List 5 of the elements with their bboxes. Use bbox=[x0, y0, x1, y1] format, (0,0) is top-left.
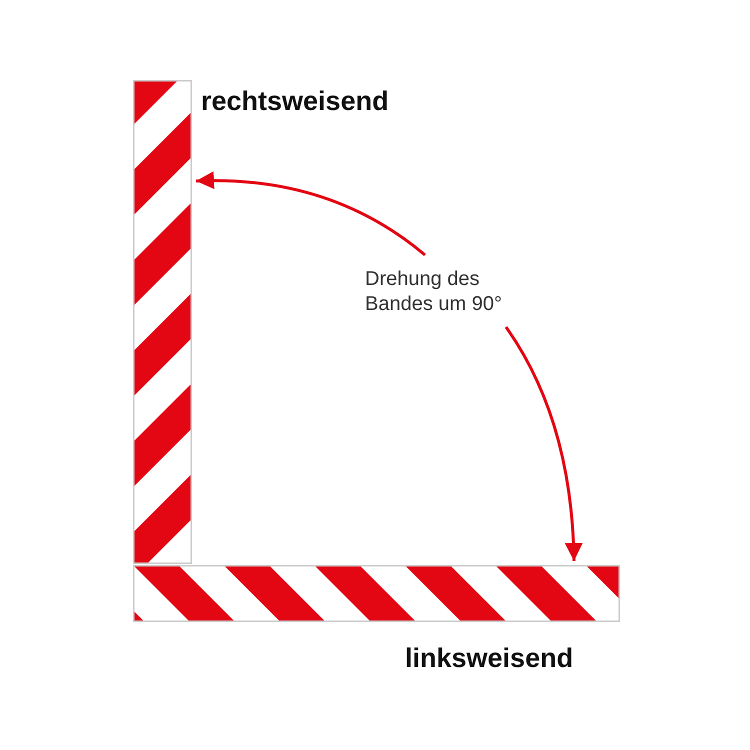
curved-arrow bbox=[504, 326, 582, 562]
rotation-note: Drehung des Bandes um 90° bbox=[365, 267, 503, 317]
band-label: linksweisend bbox=[405, 643, 574, 674]
band-label: rechtsweisend bbox=[201, 86, 389, 117]
curved-arrow bbox=[196, 172, 426, 256]
